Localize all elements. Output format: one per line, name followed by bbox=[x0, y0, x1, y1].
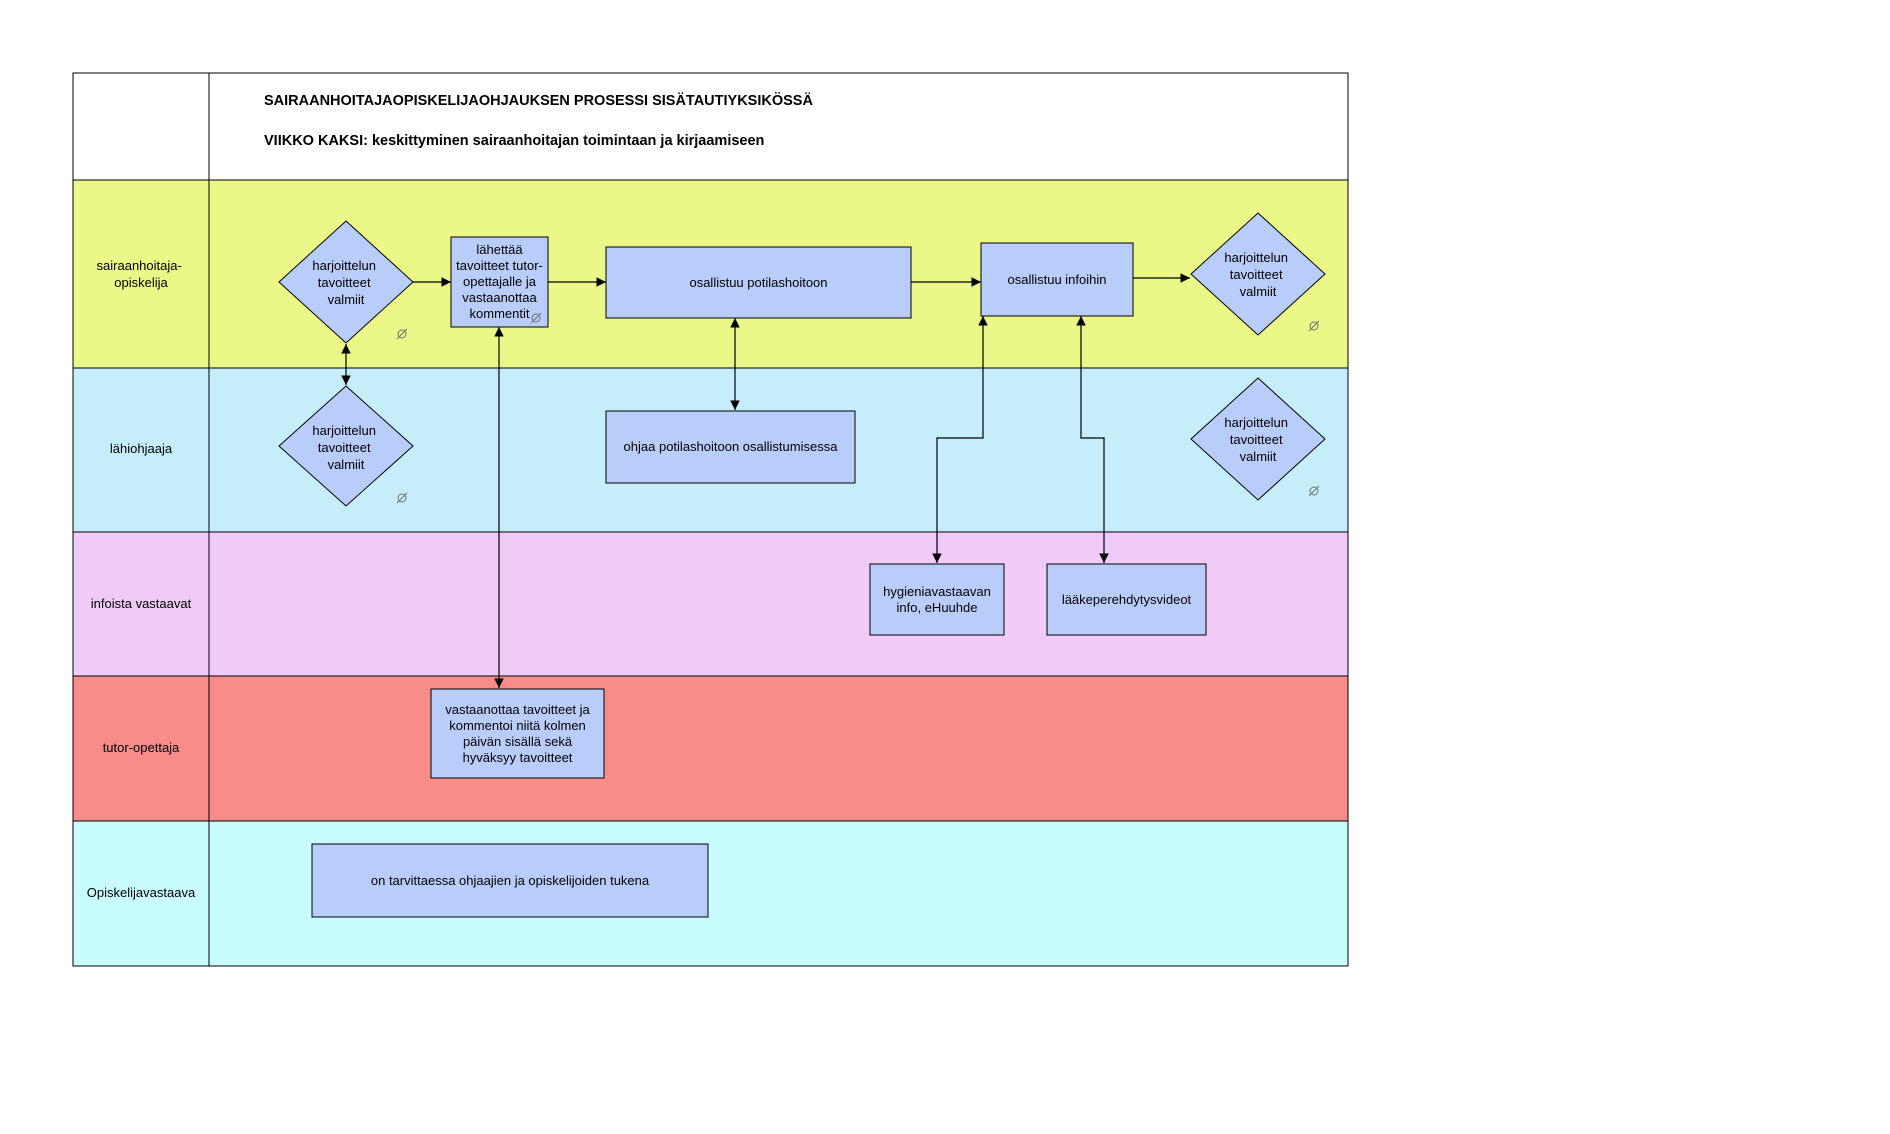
diamond-shape bbox=[1190, 212, 1326, 336]
link-icon bbox=[396, 328, 408, 340]
link-icon bbox=[1308, 320, 1320, 332]
node-text: harjoittelun tavoitteet valmiit bbox=[312, 423, 379, 472]
lane-tutor: tutor-opettaja bbox=[72, 675, 1349, 822]
box-shape bbox=[311, 843, 709, 918]
diagram-title: SAIRAANHOITAJAOPISKELIJAOHJAUKSEN PROSES… bbox=[264, 92, 813, 109]
diagram-subtitle: VIIKKO KAKSI: keskittyminen sairaanhoita… bbox=[264, 133, 764, 149]
node-text: osallistuu potilashoitoon bbox=[689, 274, 828, 290]
lane-tutor-label: tutor-opettaja bbox=[103, 740, 180, 755]
node-student-goals-ready-end[interactable]: harjoittelun tavoitteet valmiit bbox=[1190, 212, 1326, 336]
lane-coordinator-bg bbox=[72, 820, 1349, 967]
node-supervisor-goals-ready[interactable]: harjoittelun tavoitteet valmiit bbox=[278, 385, 414, 507]
lane-student-label: sairaanhoitaja- opiskelija bbox=[97, 258, 186, 290]
node-text: harjoittelun tavoitteet valmiit bbox=[1224, 415, 1291, 464]
node-guide-care[interactable]: ohjaa potilashoitoon osallistumisessa bbox=[605, 410, 856, 484]
edge-infos-med bbox=[1076, 316, 1109, 563]
diamond-shape bbox=[278, 385, 414, 507]
node-text: on tarvittaessa ohjaajien ja opiskelijoi… bbox=[370, 872, 650, 888]
node-hygiene-info[interactable]: hygieniavastaavan info, eHuuhde bbox=[869, 563, 1005, 636]
lane-info-label: infoista vastaavat bbox=[91, 596, 192, 611]
diamond-shape bbox=[1190, 377, 1326, 501]
node-send-goals[interactable]: lähettää tavoitteet tutor-opettajalle ja… bbox=[450, 236, 549, 328]
box-shape bbox=[430, 688, 605, 779]
node-tutor-review[interactable]: vastaanottaa tavoitteet ja kommentoi nii… bbox=[430, 688, 605, 779]
edge-infos-hyg bbox=[932, 316, 988, 563]
lane-supervisor-label: lähiohjaaja bbox=[110, 441, 173, 456]
box-shape bbox=[605, 246, 912, 319]
node-supervisor-goals-ready-end[interactable]: harjoittelun tavoitteet valmiit bbox=[1190, 377, 1326, 501]
node-medication-videos[interactable]: lääkeperehdytysvideot bbox=[1046, 563, 1207, 636]
node-text: ohjaa potilashoitoon osallistumisessa bbox=[623, 439, 838, 454]
link-icon bbox=[396, 492, 408, 504]
box-shape bbox=[869, 563, 1005, 636]
node-text: harjoittelun tavoitteet valmiit bbox=[312, 258, 379, 307]
lane-coordinator-label: Opiskelijavastaava bbox=[87, 885, 196, 900]
lane-coordinator: Opiskelijavastaava bbox=[72, 820, 1349, 967]
box-shape bbox=[450, 236, 549, 328]
box-shape bbox=[1046, 563, 1207, 636]
box-shape bbox=[980, 242, 1134, 317]
node-text: vastaanottaa tavoitteet ja kommentoi nii… bbox=[445, 701, 590, 765]
connectors bbox=[341, 273, 1190, 688]
node-text: osallistuu infoihin bbox=[1007, 271, 1107, 287]
diamond-shape bbox=[278, 220, 414, 344]
box-shape bbox=[605, 410, 856, 484]
link-icon bbox=[1308, 485, 1320, 497]
node-text: lääkeperehdytysvideot bbox=[1061, 591, 1192, 607]
node-text: harjoittelun tavoitteet valmiit bbox=[1224, 250, 1291, 299]
link-icon bbox=[530, 312, 542, 324]
node-participate-infos[interactable]: osallistuu infoihin bbox=[980, 242, 1134, 317]
node-text: lähettää tavoitteet tutor-opettajalle ja… bbox=[456, 242, 543, 321]
lane-tutor-bg bbox=[72, 675, 1349, 822]
node-text: hygieniavastaavan info, eHuuhde bbox=[883, 583, 991, 615]
title-row bbox=[72, 72, 1349, 181]
node-student-goals-ready[interactable]: harjoittelun tavoitteet valmiit bbox=[278, 220, 414, 344]
node-coordinator-support[interactable]: on tarvittaessa ohjaajien ja opiskelijoi… bbox=[311, 843, 709, 918]
node-participate-care[interactable]: osallistuu potilashoitoon bbox=[605, 246, 912, 319]
